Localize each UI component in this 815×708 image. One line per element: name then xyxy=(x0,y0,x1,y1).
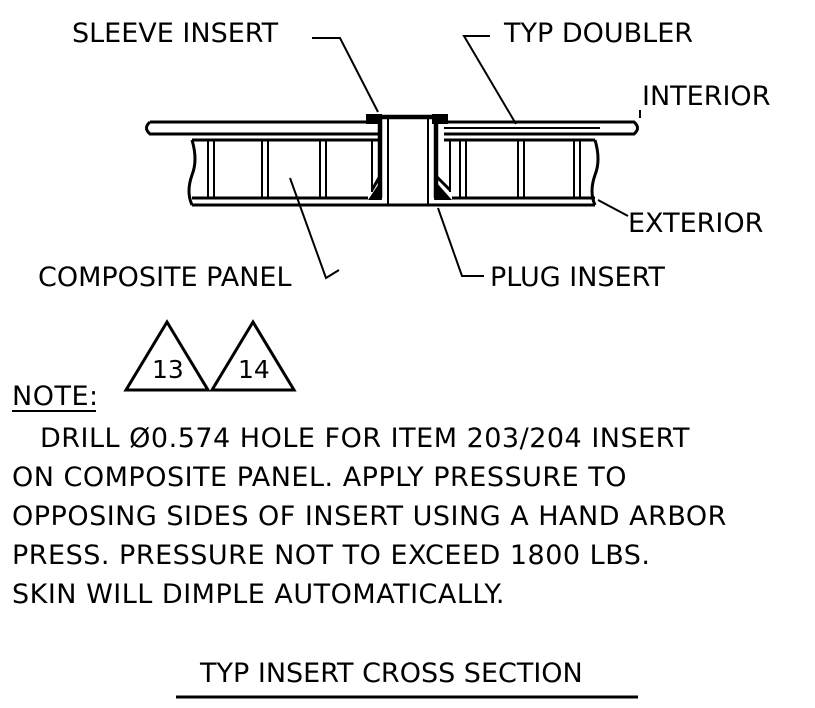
interior-skin-outline xyxy=(145,120,639,136)
note-line-2: ON COMPOSITE PANEL. APPLY PRESSURE TO xyxy=(12,462,627,493)
flag-triangle-14 xyxy=(209,319,297,392)
break-right xyxy=(590,139,600,206)
label-interior: INTERIOR xyxy=(642,81,770,112)
note-line-3: OPPOSING SIDES OF INSERT USING A HAND AR… xyxy=(12,501,727,532)
label-composite-panel: COMPOSITE PANEL xyxy=(38,262,292,293)
composite-panel-leader xyxy=(289,177,340,280)
label-sleeve-insert: SLEEVE INSERT xyxy=(72,18,279,49)
flag-13-label: 13 xyxy=(152,355,184,384)
typ-doubler-leader xyxy=(462,35,517,125)
label-typ-doubler: TYP DOUBLER xyxy=(503,18,693,49)
break-left xyxy=(187,139,197,206)
flag-triangle-13 xyxy=(123,319,211,392)
note-heading: NOTE: xyxy=(12,381,99,412)
drawing-title: TYP INSERT CROSS SECTION xyxy=(199,658,583,689)
leader-lines xyxy=(289,35,641,280)
plug-insert xyxy=(368,174,452,207)
label-plug-insert: PLUG INSERT xyxy=(490,262,665,293)
sleeve-insert-leader xyxy=(312,37,379,113)
exterior-leader xyxy=(597,199,629,217)
note-line-5: SKIN WILL DIMPLE AUTOMATICALLY. xyxy=(12,579,505,610)
note-line-1: DRILL Ø0.574 HOLE FOR ITEM 203/204 INSER… xyxy=(40,423,690,454)
honeycomb-core xyxy=(207,140,581,198)
flag-14-label: 14 xyxy=(238,355,270,384)
flag-notes: 13 14 xyxy=(123,319,297,392)
plug-insert-leader xyxy=(437,207,484,277)
composite-panel-section xyxy=(145,114,639,207)
note-line-4: PRESS. PRESSURE NOT TO EXCEED 1800 LBS. xyxy=(12,540,650,571)
label-exterior: EXTERIOR xyxy=(628,208,763,239)
